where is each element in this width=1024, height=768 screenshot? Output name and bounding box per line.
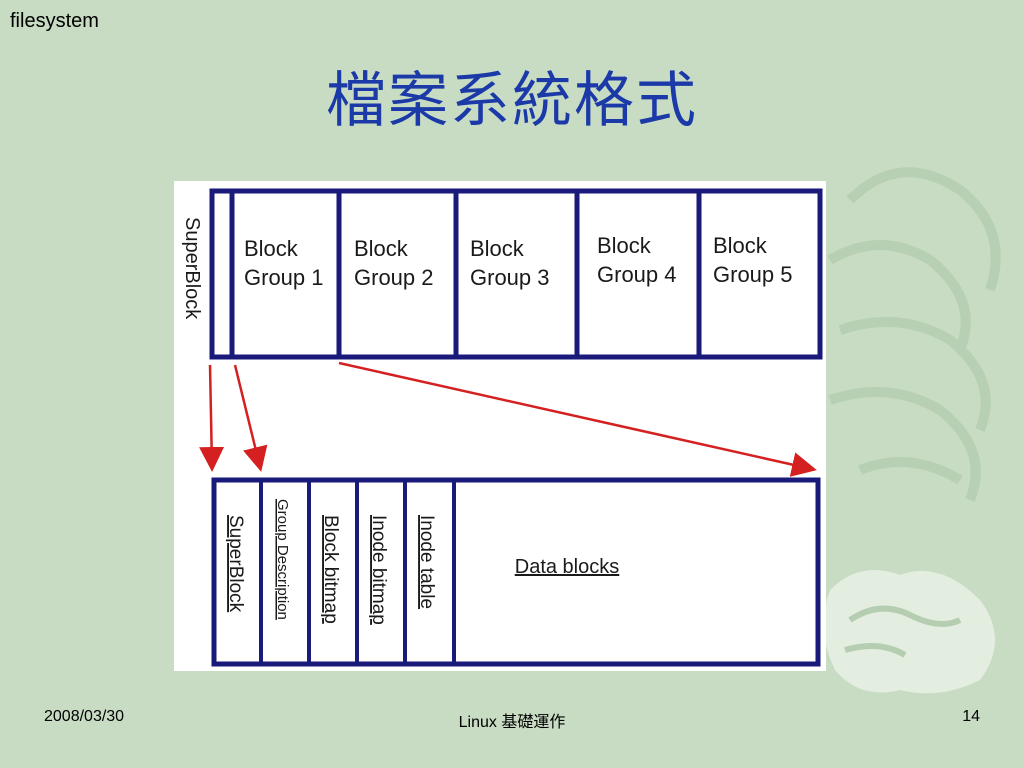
top-row-frame xyxy=(209,188,823,360)
arrow-group-description xyxy=(233,364,268,472)
block-group-3-line1: Block xyxy=(470,236,525,261)
bottom-superblock-label: SuperBlock xyxy=(225,515,246,613)
block-group-5-line1: Block xyxy=(713,233,768,258)
filesystem-diagram: SuperBlock Block Group 1 Block Group 2 B… xyxy=(174,181,826,671)
diagram-canvas: SuperBlock Block Group 1 Block Group 2 B… xyxy=(181,188,823,667)
data-blocks-label: Data blocks xyxy=(515,556,620,578)
block-group-1-line1: Block xyxy=(244,236,299,261)
block-group-4-line2: Group 4 xyxy=(597,262,677,287)
block-group-2-line2: Group 2 xyxy=(354,265,434,290)
block-group-3-line2: Group 3 xyxy=(470,265,550,290)
footer-date: 2008/03/30 xyxy=(44,708,125,725)
page-number: 14 xyxy=(962,708,980,725)
group-description-label: Group Description xyxy=(274,499,291,620)
block-group-4-line1: Block xyxy=(597,233,652,258)
arrow-superblock xyxy=(199,364,225,472)
bottom-row-frame xyxy=(211,477,821,667)
block-group-1-line2: Group 1 xyxy=(244,265,324,290)
block-group-2-line1: Block xyxy=(354,236,409,261)
inode-bitmap-label: Inode bitmap xyxy=(368,515,389,625)
header-label: filesystem xyxy=(10,10,99,32)
top-superblock-label: SuperBlock xyxy=(181,217,203,320)
block-bitmap-label: Block bitmap xyxy=(320,515,341,624)
slide-title: 檔案系統格式 xyxy=(326,66,698,136)
inode-table-label: Inode table xyxy=(416,515,437,609)
block-group-5-line2: Group 5 xyxy=(713,262,793,287)
footer-center-text: Linux 基礎運作 xyxy=(458,714,566,731)
arrow-data-blocks xyxy=(338,361,817,477)
